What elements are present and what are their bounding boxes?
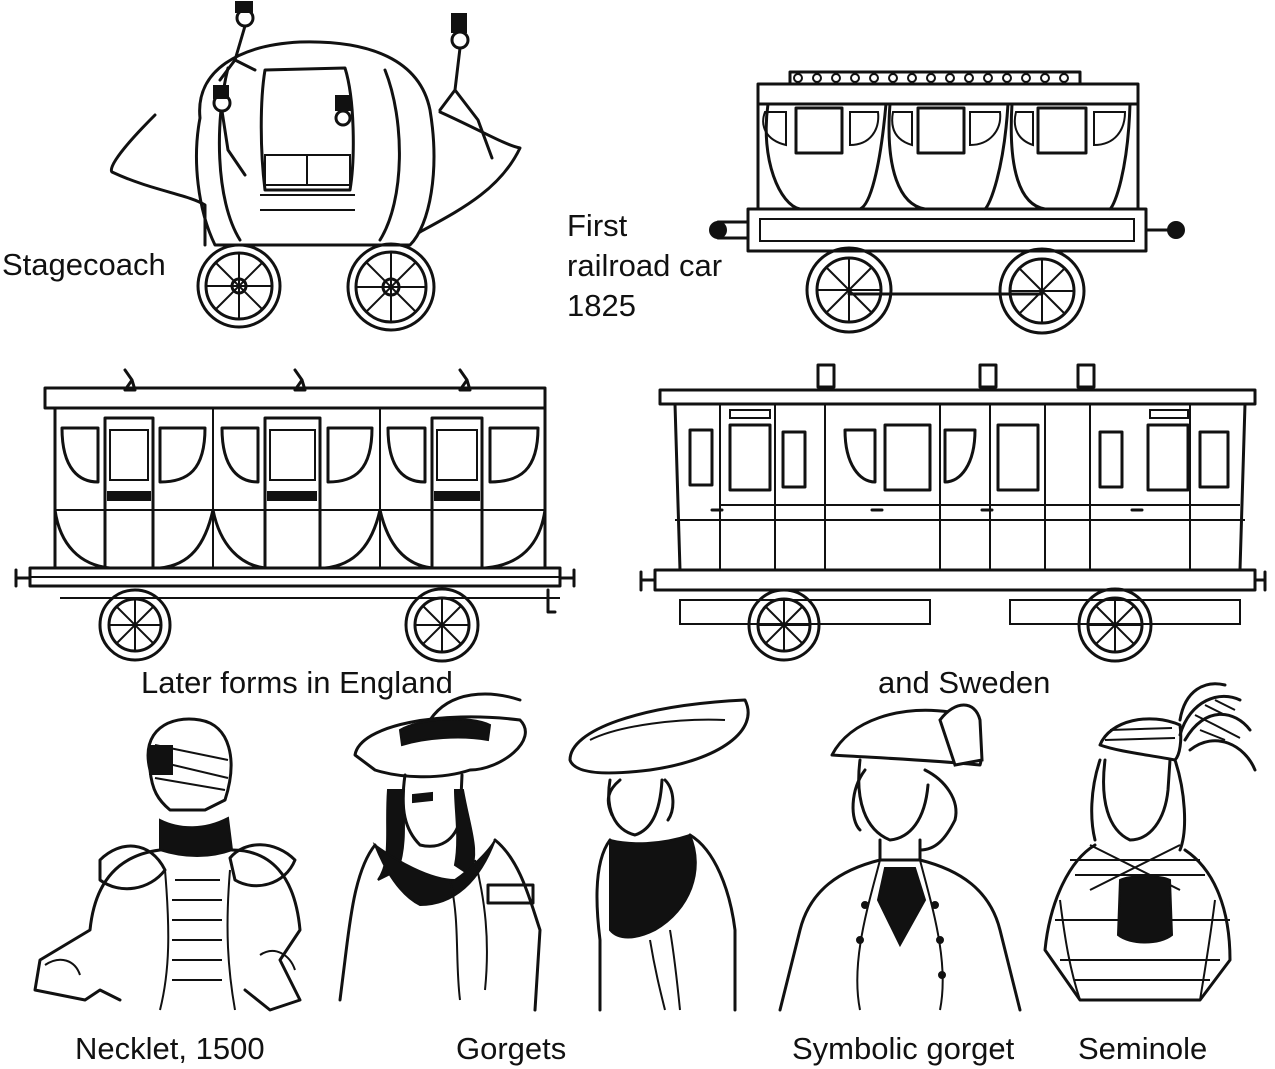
england-carriage-drawing: [14, 368, 576, 663]
roof-rivet: [1002, 73, 1012, 83]
necklet-armor-drawing: [33, 717, 302, 1012]
roof-rivet: [1059, 73, 1069, 83]
gorgets-label: Gorgets: [456, 1031, 567, 1066]
sweden-carriage-drawing: [639, 363, 1267, 663]
roof-rivet: [964, 73, 974, 83]
first-railroad-car-label: First railroad car 1825: [567, 208, 723, 323]
sweden-label: and Sweden: [878, 665, 1051, 700]
roof-rivet: [926, 73, 936, 83]
necklet-label: Necklet, 1500: [75, 1031, 265, 1066]
roof-rivet: [945, 73, 955, 83]
roof-rivet: [983, 73, 993, 83]
roof-rivet: [812, 73, 822, 83]
england-label: Later forms in England: [141, 665, 453, 700]
stagecoach-drawing: [109, 1, 522, 332]
roof-rivet: [1040, 73, 1050, 83]
roof-rivet: [888, 73, 898, 83]
roof-rivet: [907, 73, 917, 83]
roof-rivet: [1021, 73, 1031, 83]
first-railroad-car-drawing: [709, 70, 1185, 335]
symbolic-gorget-drawing: [778, 703, 1022, 1012]
stagecoach-label: Stagecoach: [2, 247, 166, 282]
roof-rivet: [850, 73, 860, 83]
seminole-label: Seminole: [1078, 1031, 1208, 1066]
gorgets-drawing: [338, 692, 750, 1012]
roof-rivet: [793, 73, 803, 83]
roof-rivet: [831, 73, 841, 83]
seminole-drawing: [1043, 682, 1257, 1002]
symbolic-gorget-label: Symbolic gorget: [792, 1031, 1015, 1066]
roof-rivet: [869, 73, 879, 83]
